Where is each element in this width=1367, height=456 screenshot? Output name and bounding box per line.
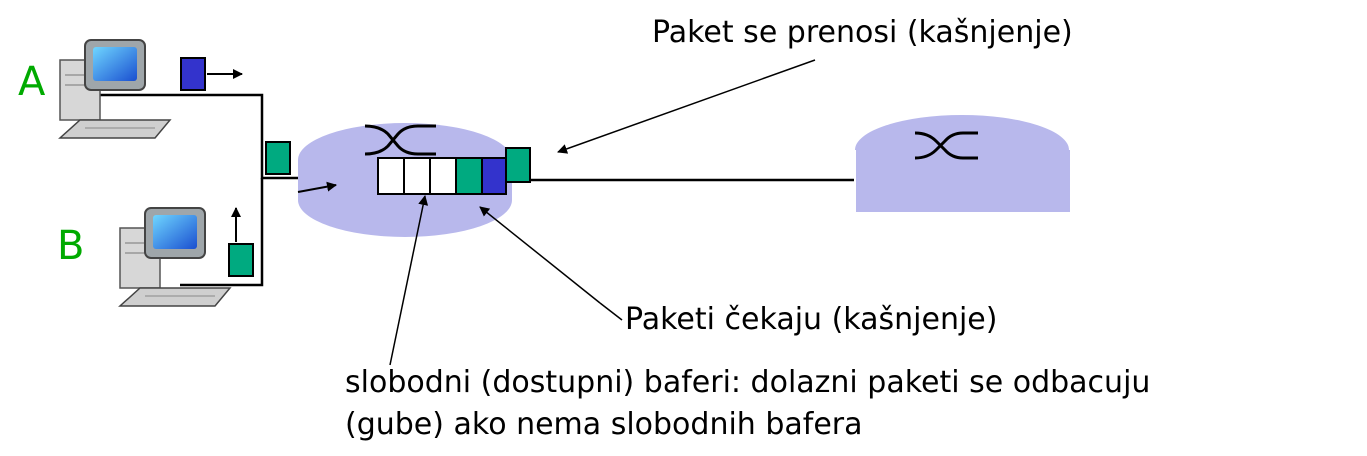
packet-icon xyxy=(505,147,531,183)
packet-icon xyxy=(455,157,483,195)
link-lines xyxy=(100,93,857,287)
buffer-note-line2: (gube) ako nema slobodnih bafera xyxy=(345,407,863,442)
buffer-note-line1: slobodni (dostupni) baferi: dolazni pake… xyxy=(345,365,1151,400)
annotation-pointers xyxy=(389,59,816,366)
computer-icon xyxy=(118,207,232,307)
buffer-queue xyxy=(377,147,531,195)
packet-icon xyxy=(180,57,291,277)
host-a-label: A xyxy=(18,59,46,105)
packet-icon xyxy=(481,157,507,195)
computer-icon xyxy=(58,39,172,139)
queueing-delay-label: Paketi čekaju (kašnjenje) xyxy=(625,302,998,337)
arrow-icon xyxy=(207,69,337,242)
router-icon xyxy=(854,115,1070,212)
host-b-label: B xyxy=(57,223,85,269)
transmission-delay-label: Paket se prenosi (kašnjenje) xyxy=(652,15,1073,50)
